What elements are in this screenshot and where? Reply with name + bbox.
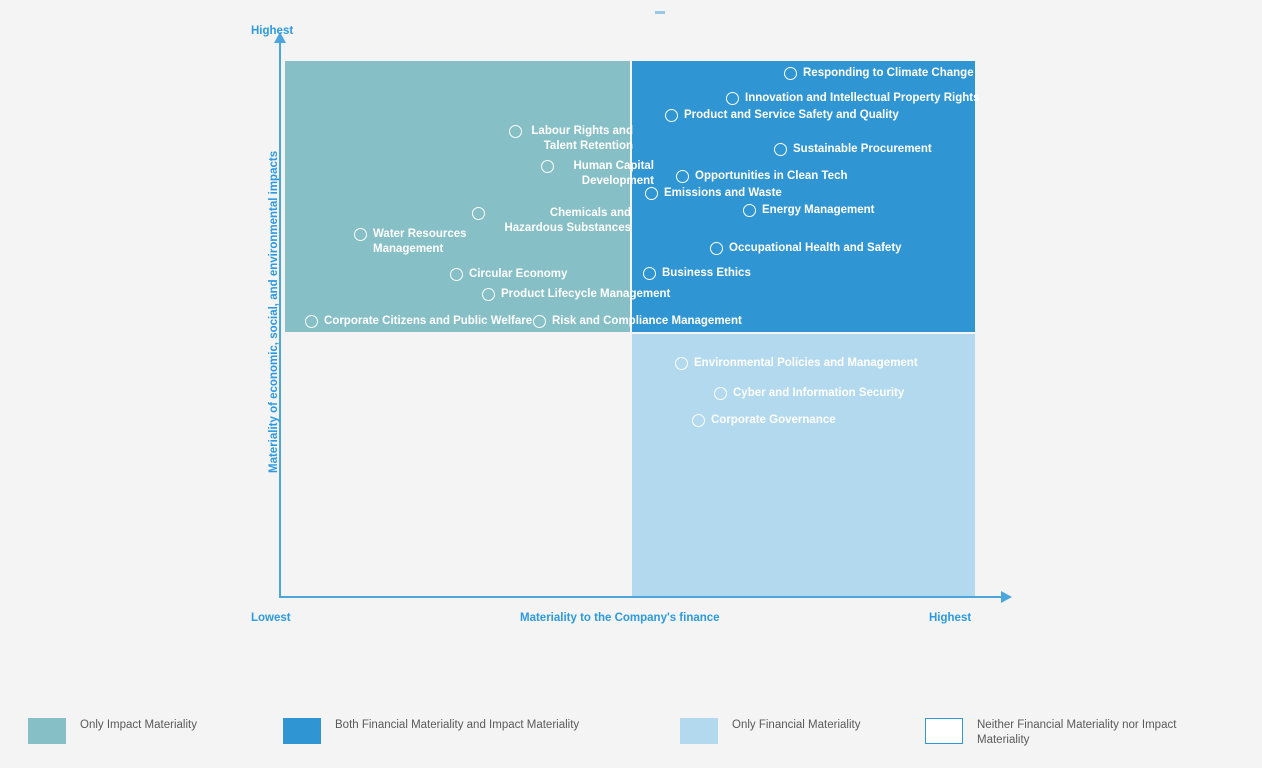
legend-label: Only Financial Materiality [732, 719, 861, 731]
point-marker-icon [726, 92, 739, 105]
data-point[interactable]: Business Ethics [643, 266, 751, 281]
point-marker-icon [645, 187, 658, 200]
data-point[interactable]: Human Capital Development [541, 159, 656, 189]
point-marker-icon [354, 228, 367, 241]
point-marker-icon [692, 414, 705, 427]
point-marker-icon [472, 207, 485, 220]
data-point[interactable]: Cyber and Information Security [714, 386, 904, 401]
data-point[interactable]: Responding to Climate Change [784, 66, 974, 81]
point-marker-icon [482, 288, 495, 301]
point-label: Chemicals and Hazardous Substances [491, 206, 631, 236]
data-point[interactable]: Emissions and Waste [645, 186, 782, 201]
point-marker-icon [774, 143, 787, 156]
quadrant-only-financial-materiality [632, 334, 975, 596]
point-marker-icon [675, 357, 688, 370]
data-point[interactable]: Environmental Policies and Management [675, 356, 918, 371]
y-axis-title: Materiality of economic, social, and env… [268, 150, 280, 473]
top-artifact-mark [655, 11, 665, 14]
legend-swatch-icon [28, 718, 66, 744]
point-label: Product and Service Safety and Quality [684, 109, 899, 121]
point-label: Product Lifecycle Management [501, 288, 671, 300]
x-axis-arrow-icon [1001, 591, 1012, 603]
x-axis-line [279, 596, 1001, 598]
point-marker-icon [541, 160, 554, 173]
point-label: Human Capital Development [560, 159, 654, 189]
data-point[interactable]: Circular Economy [450, 267, 567, 282]
point-marker-icon [450, 268, 463, 281]
point-label-line2: Hazardous Substances [504, 222, 631, 234]
point-label: Innovation and Intellectual Property Rig… [745, 92, 980, 104]
point-label-line2: Management [373, 243, 444, 255]
legend-swatch-icon [680, 718, 718, 744]
data-point[interactable]: Product and Service Safety and Quality [665, 108, 899, 123]
data-point[interactable]: Chemicals and Hazardous Substances [472, 206, 632, 236]
point-label: Emissions and Waste [664, 187, 782, 199]
x-axis-lowest-label: Lowest [251, 612, 291, 624]
data-point[interactable]: Sustainable Procurement [774, 142, 932, 157]
legend-swatch-icon [925, 718, 963, 744]
point-label: Environmental Policies and Management [694, 357, 918, 369]
point-marker-icon [533, 315, 546, 328]
chart-legend: Only Impact Materiality Both Financial M… [0, 700, 1262, 768]
point-label: Sustainable Procurement [793, 143, 932, 155]
x-axis-title: Materiality to the Company's finance [520, 612, 720, 624]
point-marker-icon [643, 267, 656, 280]
point-label-line1: Chemicals and [549, 207, 631, 219]
point-label: Cyber and Information Security [733, 387, 905, 399]
y-axis-arrow-icon [274, 32, 286, 43]
data-point[interactable]: Corporate Citizens and Public Welfare [305, 314, 532, 329]
point-label: Circular Economy [469, 268, 568, 280]
data-point[interactable]: Innovation and Intellectual Property Rig… [726, 91, 980, 106]
legend-swatch-icon [283, 718, 321, 744]
legend-label: Only Impact Materiality [80, 719, 197, 731]
point-marker-icon [676, 170, 689, 183]
point-label: Corporate Citizens and Public Welfare [324, 315, 533, 327]
data-point[interactable]: Labour Rights and Talent Retention [509, 124, 633, 154]
point-label-line2: Development [581, 175, 654, 187]
point-label: Opportunities in Clean Tech [695, 170, 848, 182]
legend-item-both[interactable]: Both Financial Materiality and Impact Ma… [283, 718, 579, 744]
point-marker-icon [665, 109, 678, 122]
data-point[interactable]: Risk and Compliance Management [533, 314, 742, 329]
data-point[interactable]: Occupational Health and Safety [710, 241, 902, 256]
point-label-line2: Talent Retention [543, 140, 633, 152]
data-point[interactable]: Opportunities in Clean Tech [676, 169, 848, 184]
point-marker-icon [714, 387, 727, 400]
point-label-line1: Water Resources [373, 228, 467, 240]
data-point[interactable]: Corporate Governance [692, 413, 836, 428]
point-label-line1: Labour Rights and [531, 125, 633, 137]
point-label-line1: Human Capital [573, 160, 654, 172]
point-marker-icon [305, 315, 318, 328]
data-point[interactable]: Water Resources Management [354, 227, 479, 257]
quadrant-both-financial-and-impact [632, 61, 975, 332]
data-point[interactable]: Energy Management [743, 203, 874, 218]
y-axis-highest-label: Highest [251, 25, 294, 37]
point-label: Business Ethics [662, 267, 751, 279]
point-label: Occupational Health and Safety [729, 242, 902, 254]
point-label: Water Resources Management [373, 227, 477, 257]
x-axis-highest-label: Highest [929, 612, 972, 624]
point-label: Responding to Climate Change [803, 67, 974, 79]
legend-item-neither[interactable]: Neither Financial Materiality nor Impact… [925, 718, 1222, 748]
point-marker-icon [509, 125, 522, 138]
data-point[interactable]: Product Lifecycle Management [482, 287, 670, 302]
y-axis-line [279, 43, 281, 596]
point-label: Labour Rights and Talent Retention [528, 124, 633, 154]
legend-item-only-financial[interactable]: Only Financial Materiality [680, 718, 860, 744]
point-marker-icon [743, 204, 756, 217]
point-label: Corporate Governance [711, 414, 836, 426]
point-label: Energy Management [762, 204, 875, 216]
point-label: Risk and Compliance Management [552, 315, 742, 327]
materiality-matrix-chart: Highest Materiality of economic, social,… [251, 11, 1012, 624]
legend-label: Both Financial Materiality and Impact Ma… [335, 719, 580, 731]
legend-label: Neither Financial Materiality nor Impact… [977, 719, 1177, 746]
quadrant-only-impact-materiality [285, 61, 630, 332]
legend-item-only-impact[interactable]: Only Impact Materiality [28, 718, 197, 744]
point-marker-icon [710, 242, 723, 255]
point-marker-icon [784, 67, 797, 80]
